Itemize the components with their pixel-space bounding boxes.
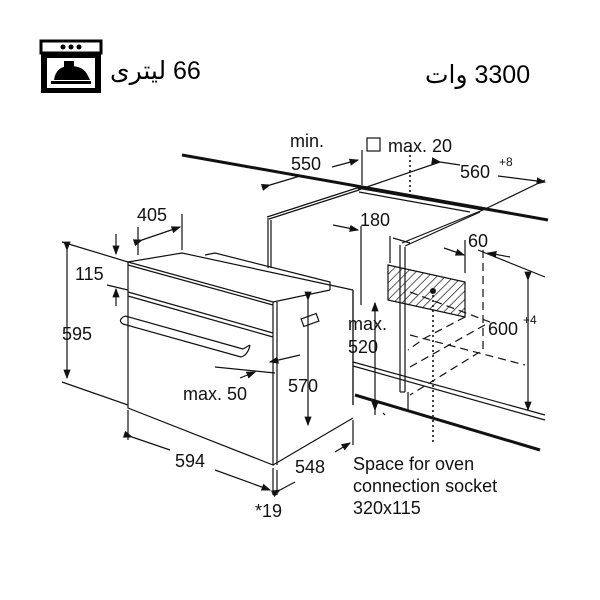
label-550: 550 — [291, 154, 321, 174]
label-594: 594 — [175, 451, 205, 471]
label-180: 180 — [360, 210, 390, 230]
label-115: 115 — [75, 264, 104, 284]
label-560-tolerance: +8 — [499, 155, 513, 169]
socket-note-line1: Space for oven — [353, 454, 474, 474]
label-548: 548 — [295, 457, 325, 477]
socket-dashed-box — [407, 250, 526, 396]
label-600: 600 — [488, 319, 518, 339]
label-560: 560 — [460, 162, 490, 182]
label-520: 520 — [348, 337, 378, 357]
cabinet-outline — [266, 187, 546, 452]
label-595: 595 — [62, 324, 92, 344]
label-405: 405 — [137, 205, 167, 225]
socket-note-line2: connection socket — [353, 476, 497, 496]
dimension-lines — [61, 150, 547, 498]
label-max50: max. 50 — [183, 384, 247, 404]
power-label: 3300 وات — [425, 61, 531, 89]
oven-drawing — [119, 252, 354, 466]
label-max20: max. 20 — [388, 136, 452, 156]
label-min: min. — [290, 131, 324, 151]
label-19: *19 — [255, 501, 282, 521]
label-60: 60 — [468, 231, 488, 251]
label-600-tolerance: +4 — [523, 313, 537, 327]
square-symbol-icon — [366, 137, 381, 152]
capacity-label: 66 لیتری — [110, 57, 201, 85]
socket-note-line3: 320x115 — [353, 498, 421, 518]
label-570: 570 — [288, 376, 318, 396]
label-max: max. — [348, 314, 387, 334]
